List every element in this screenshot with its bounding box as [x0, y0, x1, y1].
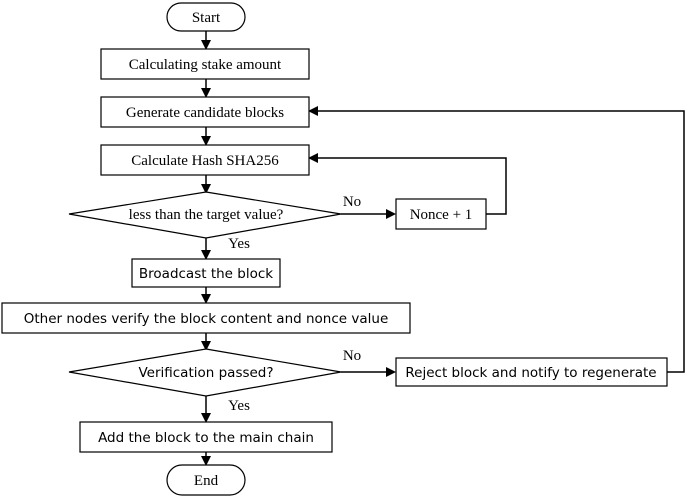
arrow-reject-to-generate: [308, 106, 685, 373]
verify-box: [1, 302, 411, 334]
stake-box: [100, 48, 310, 80]
add-block-label: Add the block to the main chain: [98, 430, 314, 446]
stake-label: Calculating stake amount: [129, 57, 282, 73]
add-block-box: [79, 421, 333, 453]
target-decision-label: less than the target value?: [129, 207, 284, 223]
broadcast-node: Broadcast the block: [131, 258, 281, 288]
target-yes-label: Yes: [228, 236, 250, 252]
broadcast-box: [131, 258, 281, 288]
end-node: End: [166, 464, 246, 496]
target-decision-node: less than the target value? No Yes: [68, 191, 361, 252]
reject-label: Reject block and notify to regenerate: [405, 365, 656, 381]
verification-decision-shape: [68, 348, 342, 397]
end-terminal-shape: [166, 464, 246, 496]
reject-node: Reject block and notify to regenerate: [395, 357, 668, 387]
arrow-nonce-to-hash: [308, 153, 507, 215]
end-label: End: [194, 473, 219, 489]
generate-label: Generate candidate blocks: [126, 105, 284, 121]
verification-decision-label: Verification passed?: [138, 365, 273, 381]
verify-label: Other nodes verify the block content and…: [24, 311, 389, 327]
target-decision-shape: [68, 191, 342, 239]
generate-node: Generate candidate blocks: [100, 96, 310, 128]
add-block-node: Add the block to the main chain: [79, 421, 333, 453]
verification-no-label: No: [343, 348, 361, 364]
verification-decision-node: Verification passed? No Yes: [68, 348, 361, 414]
broadcast-label: Broadcast the block: [139, 266, 273, 282]
start-node: Start: [166, 2, 246, 32]
generate-box: [100, 96, 310, 128]
hash-node: Calculate Hash SHA256: [100, 144, 310, 176]
target-no-label: No: [343, 194, 361, 210]
start-terminal-shape: [166, 2, 246, 32]
flow-arrows: [201, 31, 685, 466]
nonce-label: Nonce + 1: [410, 207, 473, 223]
hash-box: [100, 144, 310, 176]
reject-box: [395, 357, 668, 387]
verification-yes-label: Yes: [228, 398, 250, 414]
verify-node: Other nodes verify the block content and…: [1, 302, 411, 334]
nonce-node: Nonce + 1: [395, 198, 487, 230]
stake-node: Calculating stake amount: [100, 48, 310, 80]
nonce-box: [395, 198, 487, 230]
start-label: Start: [192, 10, 221, 26]
hash-label: Calculate Hash SHA256: [131, 153, 279, 169]
